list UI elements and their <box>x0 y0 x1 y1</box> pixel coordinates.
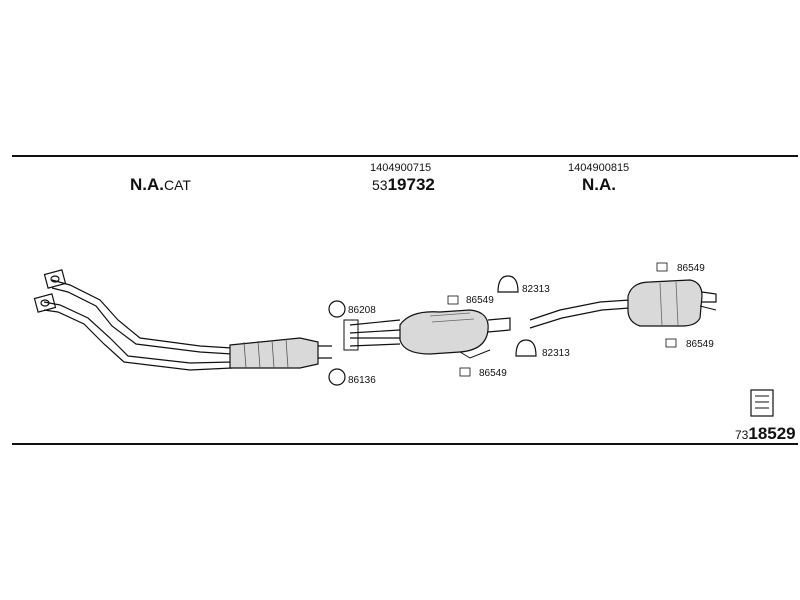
middle-silencer <box>343 309 511 359</box>
label-82313-top: 82313 <box>522 284 550 295</box>
right-number: 1404900815 <box>568 162 630 174</box>
label-86549-mid-bottom: 86549 <box>479 368 507 379</box>
clamps-left <box>328 300 346 386</box>
label-86549-mid-top: 86549 <box>466 295 494 306</box>
bottom-divider <box>12 443 798 445</box>
rear-pipe <box>529 299 631 329</box>
rear-silencer <box>627 279 717 327</box>
left-title-main: N.A. <box>130 175 164 194</box>
left-title: N.A.CAT <box>130 175 191 195</box>
label-82313-bottom: 82313 <box>542 348 570 359</box>
middle-part-number: 5319732 <box>372 175 435 195</box>
front-pipe <box>33 269 233 371</box>
footer-part-main: 18529 <box>748 424 796 443</box>
middle-number: 1404900715 <box>370 162 432 174</box>
middle-part-prefix: 53 <box>372 177 388 193</box>
label-86549-rear-bottom: 86549 <box>686 339 714 350</box>
footer-book-icon <box>750 389 774 417</box>
hanger-icons <box>447 262 677 377</box>
u-clamps <box>497 275 537 357</box>
left-title-suffix: CAT <box>164 177 191 193</box>
footer-part-number: 7318529 <box>735 424 796 444</box>
footer-part-prefix: 73 <box>735 428 749 442</box>
middle-part-main: 19732 <box>387 175 435 194</box>
label-86136: 86136 <box>348 375 376 386</box>
label-86208: 86208 <box>348 305 376 316</box>
top-divider <box>12 155 798 157</box>
label-86549-rear-top: 86549 <box>677 263 705 274</box>
right-title: N.A. <box>582 175 616 194</box>
catalytic-converter <box>229 337 332 369</box>
